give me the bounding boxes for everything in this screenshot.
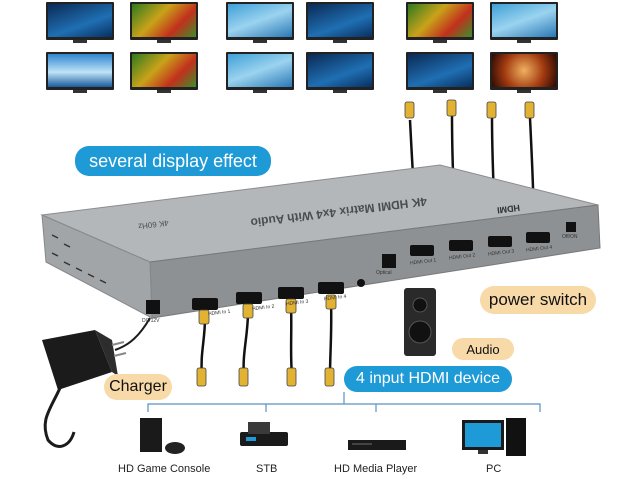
pc-icon: [462, 418, 526, 456]
audio-speaker: [404, 288, 436, 356]
tv-screen: [306, 52, 374, 93]
stb-icon: [240, 422, 288, 446]
charger-badge: Charger: [104, 374, 172, 400]
audio-jack: [357, 279, 365, 287]
display-effect-badge: several display effect: [75, 146, 271, 176]
device-label-game-console: HD Game Console: [118, 463, 211, 475]
output-ports: [410, 232, 550, 256]
port-label-optical: Optical: [376, 270, 392, 276]
tv-screen: [490, 2, 558, 43]
port-label-dc: DC/12V: [142, 318, 160, 324]
device-connection-lines: [147, 392, 541, 412]
tv-screen: [226, 52, 294, 93]
matrix-left-side: [41, 214, 153, 319]
tv-screen: [406, 2, 474, 43]
power-switch-badge: power switch: [480, 286, 596, 314]
tv-screen: [490, 52, 558, 93]
device-label-media-player: HD Media Player: [334, 463, 418, 475]
input-device-badge: 4 input HDMI device: [344, 366, 512, 392]
tv-screen: [226, 2, 294, 43]
input-device-label: 4 input HDMI device: [355, 370, 501, 387]
optical-port: [382, 254, 396, 268]
tv-screen: [46, 52, 114, 93]
tv-screen: [130, 2, 198, 43]
tv-screen: [130, 52, 198, 93]
game-console-icon: [140, 418, 185, 454]
port-label-onoff: Off/ON: [562, 234, 578, 240]
dc-jack: [146, 300, 160, 314]
display-effect-label: several display effect: [89, 150, 257, 171]
tv-screen: [46, 2, 114, 43]
power-switch[interactable]: [566, 222, 576, 232]
tv-screen: [306, 2, 374, 43]
vent-slots: [51, 234, 107, 284]
input-cable-plugs: [196, 294, 337, 387]
device-label-stb: STB: [256, 463, 278, 475]
input-ports: [192, 282, 344, 310]
tv-screen: [406, 52, 474, 93]
audio-label: Audio: [466, 341, 500, 357]
power-adapter: [42, 317, 151, 448]
media-player-icon: [348, 440, 406, 450]
device-label-pc: PC: [486, 463, 502, 475]
power-switch-label: power switch: [488, 290, 588, 309]
audio-badge: Audio: [452, 338, 514, 360]
charger-label: Charger: [109, 378, 167, 395]
